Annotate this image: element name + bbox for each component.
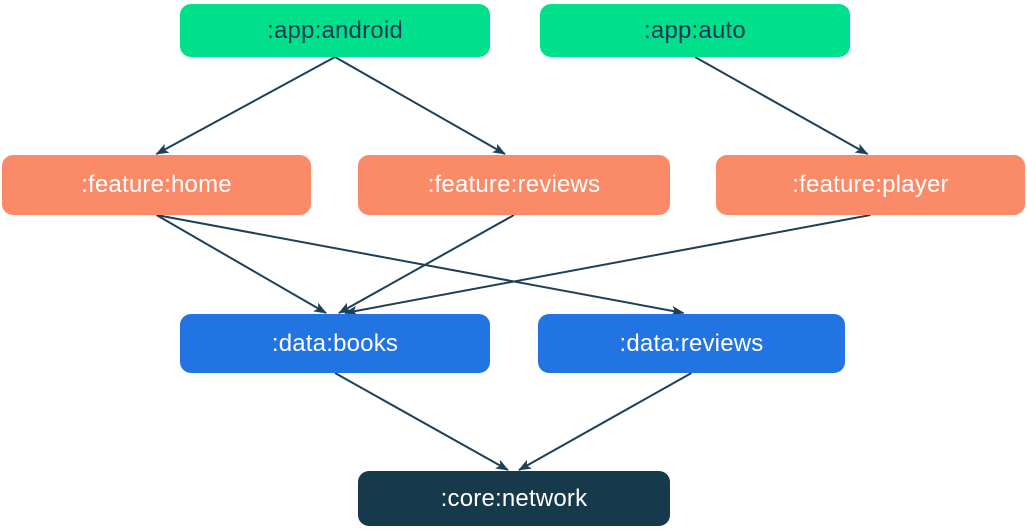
- dependency-arrow-feature-player-to-data-books: [344, 214, 871, 316]
- dependency-arrow-feature-home-to-data-books: [155, 214, 327, 314]
- node-feature-reviews: :feature:reviews: [358, 155, 670, 215]
- dependency-arrow-feature-home-to-data-reviews: [156, 214, 685, 316]
- node-data-reviews: :data:reviews: [538, 314, 845, 373]
- node-feature-home: :feature:home: [2, 155, 311, 215]
- dependency-arrow-app-android-to-feature-home: [155, 56, 336, 155]
- node-feature-player: :feature:player: [716, 155, 1025, 215]
- node-app-android: :app:android: [180, 4, 490, 57]
- dependency-arrow-data-reviews-to-core-network: [518, 372, 692, 471]
- dependency-arrow-data-books-to-core-network: [334, 372, 509, 471]
- node-core-network: :core:network: [358, 471, 670, 526]
- dependency-arrow-app-android-to-feature-reviews: [334, 56, 506, 155]
- dependency-arrow-feature-reviews-to-data-books: [338, 214, 515, 314]
- dependency-arrow-app-auto-to-feature-player: [694, 56, 869, 155]
- node-app-auto: :app:auto: [540, 4, 850, 57]
- node-data-books: :data:books: [180, 314, 490, 373]
